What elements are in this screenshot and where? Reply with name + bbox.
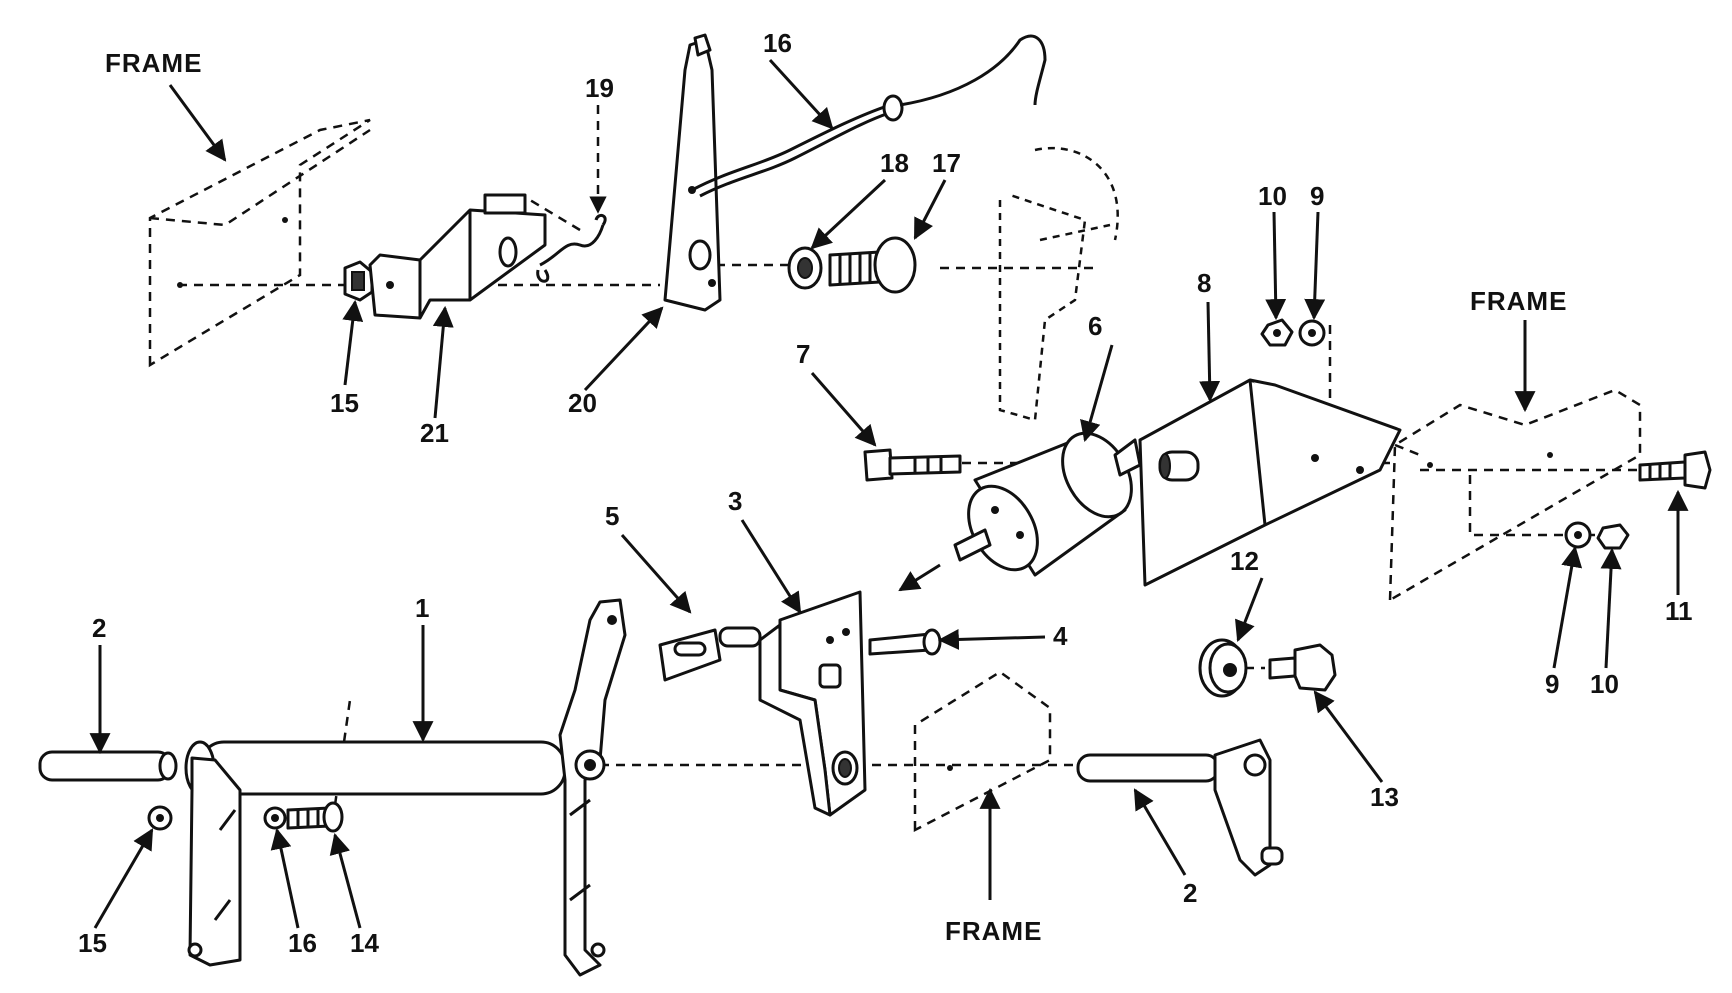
label-17: 17 xyxy=(932,148,961,178)
label-10-top: 10 xyxy=(1258,181,1287,211)
label-9-bottom: 9 xyxy=(1545,669,1559,699)
part-16-washer xyxy=(263,806,287,830)
part-2-pin-left xyxy=(38,750,178,782)
label-19: 19 xyxy=(585,73,614,103)
part-20-lever-plate xyxy=(663,33,722,312)
part-8-plate xyxy=(1138,378,1402,587)
part-9-washer-bottom xyxy=(1564,521,1592,549)
label-20: 20 xyxy=(568,388,597,418)
label-6: 6 xyxy=(1088,311,1102,341)
part-19-spring xyxy=(536,213,607,283)
frame-top-left xyxy=(148,118,371,368)
label-9-top: 9 xyxy=(1310,181,1324,211)
part-9-washer-top xyxy=(1298,319,1326,347)
part-13-thumbscrew xyxy=(1268,643,1337,692)
label-3: 3 xyxy=(728,486,742,516)
part-16-rod xyxy=(691,34,1047,198)
label-5: 5 xyxy=(605,501,619,531)
part-7-bolt xyxy=(863,448,962,482)
frame-bottom xyxy=(913,670,1052,833)
part-14-bolt xyxy=(286,801,344,833)
label-16-top: 16 xyxy=(763,28,792,58)
part-18-star-washer xyxy=(787,246,823,290)
part-21-channel-bracket xyxy=(368,193,547,320)
part-17-shoulder-bolt xyxy=(828,236,917,294)
part-4-pin xyxy=(868,628,942,656)
part-10-nut-top xyxy=(1260,318,1294,347)
label-15-top: 15 xyxy=(330,388,359,418)
label-4: 4 xyxy=(1053,621,1068,651)
label-15-bottom: 15 xyxy=(78,928,107,958)
label-14: 14 xyxy=(350,928,379,958)
label-8: 8 xyxy=(1197,268,1211,298)
leader-arrows xyxy=(89,58,1689,929)
label-1: 1 xyxy=(415,593,429,623)
ghost-lever-phantom xyxy=(998,146,1119,422)
label-21: 21 xyxy=(420,418,449,448)
callout-labels: FRAME FRAME FRAME 1 2 2 3 4 5 6 7 8 9 10… xyxy=(78,28,1693,958)
part-10-nut-bottom xyxy=(1596,523,1630,550)
part-12-knob xyxy=(1198,638,1265,698)
label-frame-bottom: FRAME xyxy=(945,916,1042,946)
label-7: 7 xyxy=(796,339,810,369)
label-10-bottom: 10 xyxy=(1590,669,1619,699)
part-15-nut-top xyxy=(343,260,374,302)
label-11: 11 xyxy=(1665,596,1693,626)
label-2-right: 2 xyxy=(1183,878,1197,908)
part-15-nut-bottom xyxy=(147,805,173,831)
part-11-bolt xyxy=(1638,450,1712,490)
label-13: 13 xyxy=(1370,782,1399,812)
part-5-clip xyxy=(658,626,762,682)
part-2-pin-right xyxy=(1076,738,1284,877)
part-6-solenoid xyxy=(898,431,1142,592)
label-18: 18 xyxy=(880,148,909,178)
part-1-pedal-shaft-assembly xyxy=(184,598,627,977)
label-12: 12 xyxy=(1230,546,1259,576)
label-frame-top-left: FRAME xyxy=(105,48,202,78)
label-frame-right: FRAME xyxy=(1470,286,1567,316)
frame-right xyxy=(1388,388,1642,602)
part-3-bracket xyxy=(758,590,867,817)
label-2-left: 2 xyxy=(92,613,106,643)
label-16-bottom: 16 xyxy=(288,928,317,958)
